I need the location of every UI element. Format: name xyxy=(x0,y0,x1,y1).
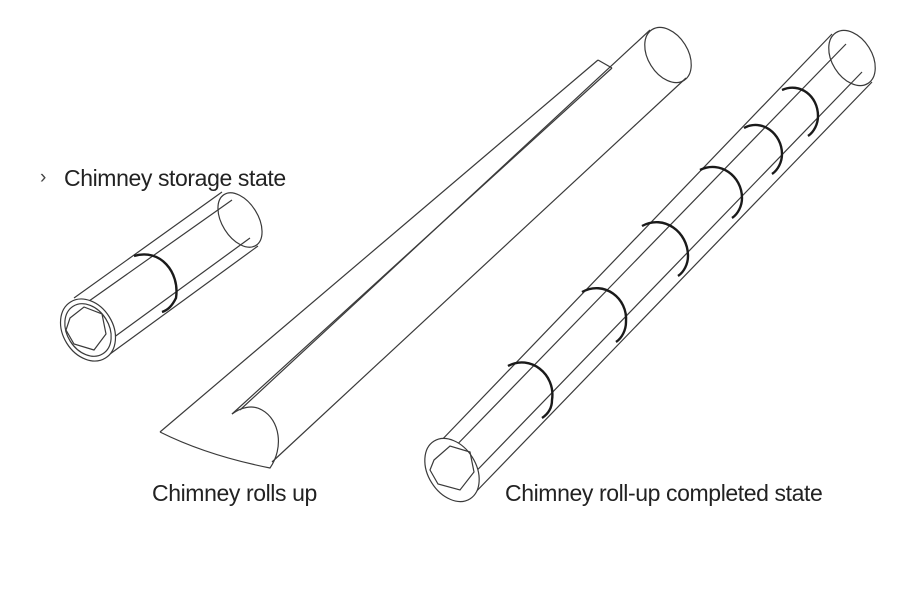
caption-roll-up-completed: Chimney roll-up completed state xyxy=(505,480,823,506)
caption-rolls-up: Chimney rolls up xyxy=(152,480,317,506)
completed-tube-hex-core xyxy=(429,445,475,491)
completed-tube xyxy=(424,29,876,503)
rolling-tube-bottom-edge xyxy=(271,77,687,463)
completed-band-1 xyxy=(781,86,820,137)
completed-band-6 xyxy=(507,361,554,419)
storage-tube-top-edge xyxy=(73,191,223,299)
completed-band-2 xyxy=(743,123,784,175)
completed-tube-bottom-edge xyxy=(467,81,873,501)
storage-tube-band xyxy=(133,253,178,314)
completed-tube-far-end xyxy=(828,29,876,87)
storage-tube xyxy=(59,191,263,362)
completed-tube-inner-edge-1 xyxy=(445,43,847,457)
rolling-sheet xyxy=(159,26,692,469)
storage-tube-hex-core xyxy=(65,306,107,351)
completed-band-4 xyxy=(641,220,690,277)
storage-tube-inner-edge-1 xyxy=(81,199,233,307)
caption-bullet-icon: › xyxy=(40,167,47,188)
caption-storage-state: Chimney storage state xyxy=(64,165,286,191)
completed-band-3 xyxy=(699,165,744,219)
rolling-curl-end xyxy=(159,406,279,469)
rolling-tube-far-end xyxy=(644,26,692,84)
storage-tube-front-end xyxy=(59,298,117,362)
sheet-outer-edge xyxy=(159,59,599,433)
sheet-inner-edge xyxy=(231,67,613,415)
storage-tube-far-end xyxy=(217,192,263,248)
completed-tube-inner-edge-2 xyxy=(457,71,863,491)
storage-tube-bottom-edge xyxy=(109,245,259,355)
completed-tube-front-end xyxy=(424,437,480,503)
completed-tube-top-edge xyxy=(435,33,833,447)
completed-band-5 xyxy=(581,286,628,343)
storage-tube-roll-layer xyxy=(64,303,112,357)
